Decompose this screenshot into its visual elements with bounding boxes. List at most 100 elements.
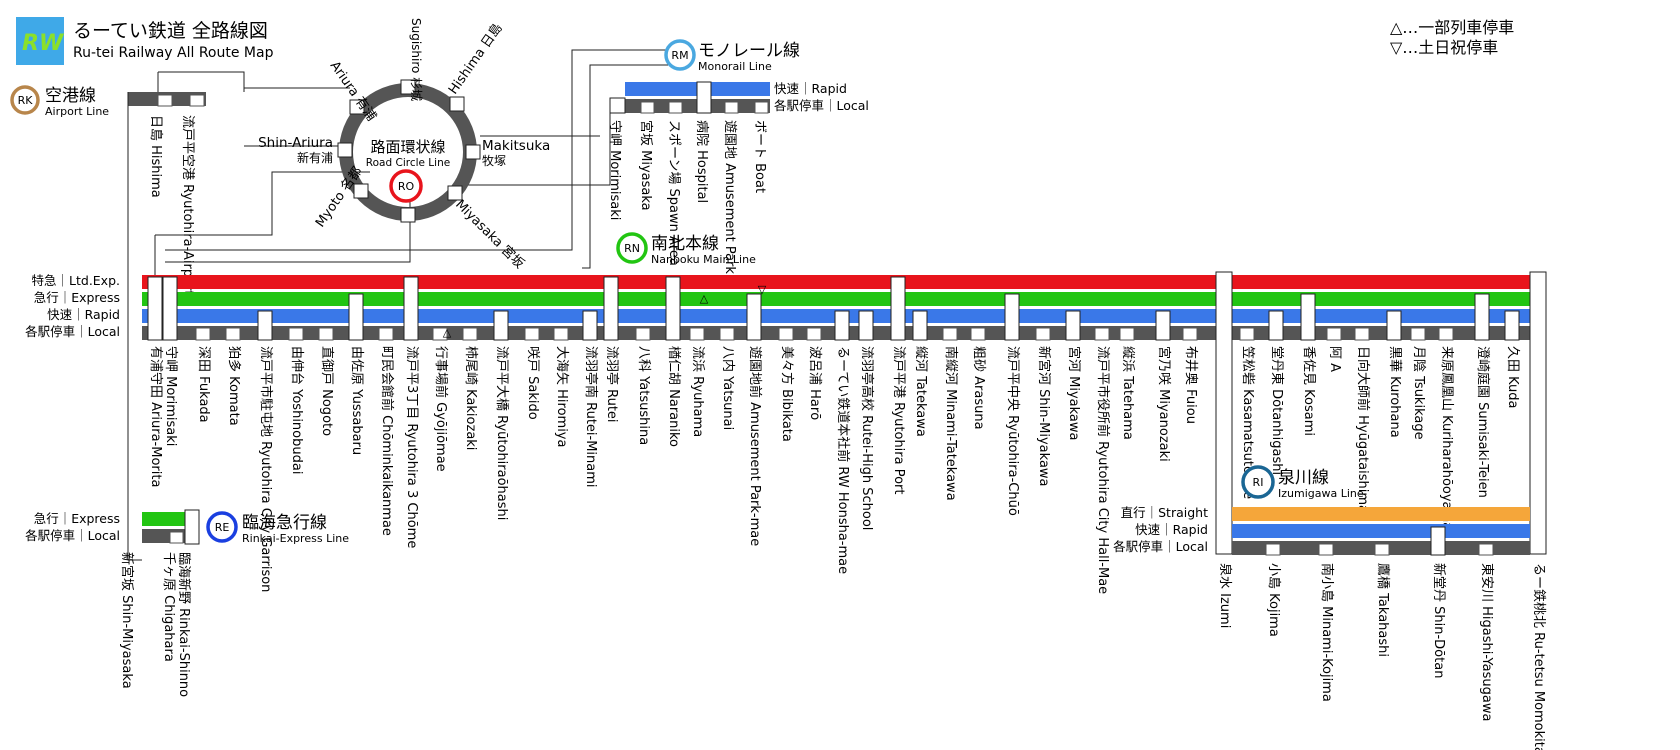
circle-stop [337, 142, 353, 158]
airport-station-hishima: 日島 Hishima [148, 115, 163, 198]
station-label: 美々方 Bibikata [779, 346, 795, 442]
logo-box [16, 17, 64, 65]
station-stop [1004, 293, 1020, 341]
airport-stop [189, 94, 205, 107]
nanboku-line-badge [616, 232, 648, 264]
station-stop [378, 327, 394, 341]
monorail-line: RM モノレール線 Monorail Line 快速｜Rapid 各駅停車｜Lo… [607, 39, 869, 274]
monorail-station: 病院 Hospital [694, 120, 709, 203]
station-stop [225, 327, 241, 341]
airport-stop [157, 94, 173, 107]
station-label: 流戸平中央 Ryūtohira-Chūō [1005, 346, 1020, 516]
station-label: 宮乃咲 Miyanozaki [1156, 346, 1172, 462]
rinkai-code: RE [215, 521, 230, 534]
station-stop [582, 310, 598, 341]
weekend-stop-marker: ▽ [758, 283, 767, 296]
station-label: 流戸平大橋 Ryūtohiraōhashi [494, 346, 509, 520]
station-label: 笠松砦 Kasamatsutoride [1240, 346, 1255, 499]
airport-name-jp: 空港線 [45, 86, 96, 106]
station-stop [1035, 327, 1051, 341]
circle-stop [353, 183, 369, 199]
monorail-stop [754, 101, 769, 114]
station-stop [719, 327, 735, 341]
circle-name-en: Road Circle Line [366, 157, 450, 169]
station-stop [462, 327, 478, 341]
izumigawa-straight-label: 直行｜Straight [1121, 505, 1208, 520]
station-stop [1300, 293, 1316, 341]
station-stop [1410, 327, 1426, 341]
station-stop [1430, 526, 1446, 556]
nanboku-code: RN [624, 242, 640, 255]
izumigawa-rapid-track [1232, 524, 1530, 538]
station-label: 狛多 Komata [226, 346, 242, 426]
station-stop [970, 327, 986, 341]
station-label: 縦河 Tatekawa [913, 346, 928, 437]
rinkai-name-en: Rinkai-Express Line [242, 532, 349, 545]
circle-station-sugishiro: Sugishiro 杉城 [409, 18, 423, 101]
station-label: 流戸平港 Ryutohira Port [891, 346, 906, 495]
station-stop [912, 310, 928, 341]
connector [582, 64, 668, 269]
station-label: 粗砂 Arasuna [971, 346, 986, 430]
station-stop [1265, 543, 1281, 556]
station-label: 遊園地前 Amusement Park-mae [747, 346, 763, 546]
monorail-station: ボート Boat [752, 120, 767, 193]
circle-code: RO [398, 180, 415, 193]
station-label: 堂丹東 Dōtanhigashi [1269, 346, 1285, 475]
title-jp: るーてい鉄道 全路線図 [73, 20, 268, 42]
station-stop [1318, 543, 1334, 556]
connector [165, 49, 668, 251]
service-label-express: 急行｜Express [34, 290, 120, 305]
rinkai-name-jp: 臨海急行線 [242, 513, 327, 533]
station-stop [162, 276, 178, 341]
rinkai-station: 新宮坂 Shin-Miyasaka [119, 552, 135, 689]
service-label-ltd: 特急｜Ltd.Exp. [32, 273, 120, 288]
station-stop [1354, 327, 1370, 341]
station-stop [432, 327, 448, 341]
airport-line-badge [10, 85, 40, 115]
circle-stop [465, 144, 481, 160]
station-label: 澄崎庭園 Sumisaki-Teien [1475, 346, 1491, 498]
rinkai-stop [184, 509, 200, 545]
main-stops [147, 276, 1520, 341]
station-label: 流羽亭南 Rutei-Minami [583, 346, 599, 488]
izumigawa-rapid-label: 快速｜Rapid [1135, 522, 1208, 537]
main-gap-junction [1215, 271, 1233, 555]
station-label: 布井奥 Fuiou [1183, 346, 1198, 424]
connector [155, 171, 370, 236]
station-stop [524, 327, 540, 341]
izumigawa-stops [1265, 526, 1494, 556]
station-label: 深田 Fukada [196, 346, 211, 423]
station-label: 宮河 Miyakawa [1066, 346, 1082, 441]
title-en: Ru-tei Railway All Route Map [73, 45, 274, 61]
izumigawa-line: 直行｜Straight 快速｜Rapid 各駅停車｜Local RI 泉川線 I… [1113, 271, 1547, 750]
rinkai-stop [169, 531, 184, 544]
station-label: 南小島 Minami-Kojima [1319, 563, 1335, 702]
station-label: 柿尾崎 Kakiozaki [463, 346, 479, 450]
station-label: 由伸台 Yoshinobudai [289, 346, 304, 474]
station-label: 流戸平3丁目 Ryutohira 3 Chōme [404, 346, 419, 548]
station-stop [493, 310, 509, 341]
nanboku-name-jp: 南北本線 [651, 234, 719, 254]
station-label: るーてい鉄道本社前 RW Honsha-mae [835, 346, 851, 574]
station-stop [1094, 327, 1110, 341]
circle-station-shin-ariura-jp: 新有浦 [297, 150, 333, 165]
station-label: 由佐原 Yussabaru [349, 346, 364, 455]
airport-station-ryutohira-airport: 流戸平空港 Ryutohira-Airport [180, 115, 195, 296]
airport-name-en: Airport Line [45, 105, 109, 118]
rinkai-line-badge [206, 511, 238, 543]
monorail-local-label: 各駅停車｜Local [774, 98, 869, 113]
station-stop [318, 327, 334, 341]
circle-stop [400, 207, 416, 223]
station-stop [778, 327, 794, 341]
circle-stop [447, 185, 463, 201]
station-label: るー鉄桃北 Ru-tetsu Momokita [1531, 563, 1546, 750]
station-label: 香佐見 Kosami [1301, 346, 1316, 436]
connector [127, 92, 142, 561]
circle-station-miyasaka: Miyasaka 宮坂 [452, 197, 527, 272]
rinkai-express-track [142, 512, 186, 526]
rinkai-station: 臨海新野 Rinkai-Shinno [176, 552, 192, 697]
monorail-stop [696, 81, 712, 114]
izumigawa-line-badge [1241, 465, 1275, 499]
